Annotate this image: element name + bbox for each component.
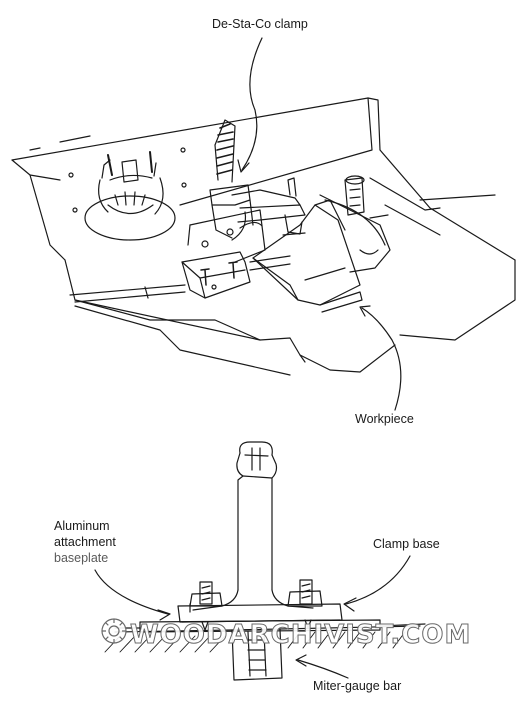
- clamp-base-leader-line: [345, 555, 411, 605]
- table-top: [64, 149, 516, 376]
- clamp-base-leader-arrow: [343, 597, 357, 612]
- label-aluminum-line1: Aluminum: [54, 519, 110, 533]
- workpiece-leader-line: [361, 307, 402, 411]
- table-hatching: [104, 631, 406, 653]
- baseplate-leader-line: [94, 569, 169, 615]
- miter-bar-section: [114, 623, 426, 681]
- clamp-leader-line: [241, 37, 263, 171]
- label-clamp-base: Clamp base: [373, 537, 440, 551]
- miter-bar-leader-line: [297, 659, 349, 679]
- label-aluminum-line3: baseplate: [54, 551, 109, 565]
- label-workpiece: Workpiece: [355, 412, 414, 426]
- clamp-leader-arrow: [237, 159, 250, 173]
- watermark-logo-icon: [101, 618, 127, 644]
- toggle-clamp: [181, 119, 306, 299]
- router-bit: [84, 151, 176, 241]
- workpiece-leader-arrow: [359, 305, 371, 317]
- workpiece-board: [252, 199, 363, 313]
- label-miter-bar: Miter-gauge bar: [313, 679, 402, 693]
- miter-bar-leader-arrow: [295, 654, 307, 667]
- label-aluminum-line2: attachment: [54, 535, 116, 549]
- section-upright: [192, 441, 314, 611]
- bolts: [189, 579, 323, 631]
- miter-gauge: [319, 175, 391, 273]
- baseplate-leader-arrow: [157, 609, 171, 621]
- watermark-text: WOODARCHIVIST.COM: [129, 620, 472, 651]
- baseplate: [139, 619, 381, 633]
- label-clamp: De-Sta-Co clamp: [212, 17, 308, 31]
- fence: [11, 97, 381, 261]
